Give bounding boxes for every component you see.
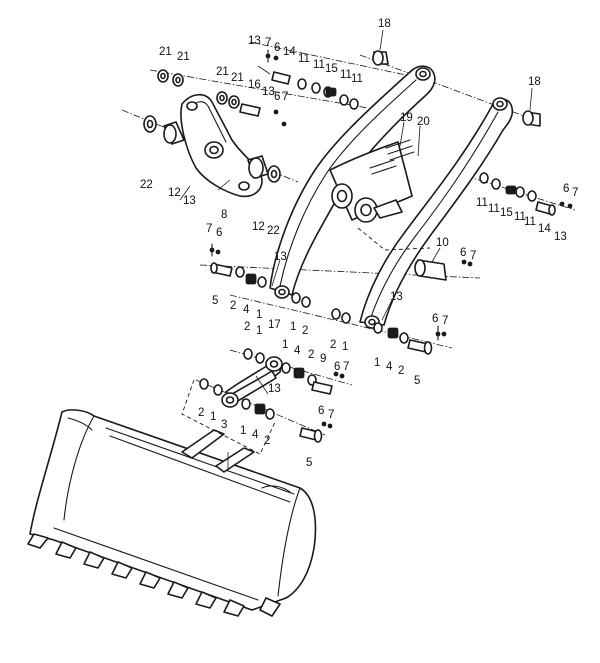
pins [210, 71, 556, 443]
callout-21-b: 21 [177, 51, 190, 63]
callout-6-br: 6 [432, 313, 438, 325]
callout-15-top: 15 [325, 63, 338, 75]
callout-12-left: 12 [168, 187, 181, 199]
callout-4-left: 4 [243, 304, 250, 316]
boom-frame [269, 65, 514, 329]
callout-21-c: 21 [216, 66, 229, 78]
callout-20: 20 [417, 116, 430, 128]
callout-13-mid: 13 [262, 86, 275, 98]
callout-2-br: 2 [398, 365, 404, 377]
boom-bracket [373, 199, 403, 219]
callout-18-right: 18 [528, 76, 541, 88]
washers [143, 69, 537, 420]
callout-11-d: 11 [351, 73, 363, 85]
callout-11-c: 11 [340, 69, 352, 81]
callout-12-right: 12 [252, 221, 265, 233]
callout-7-right: 7 [572, 187, 578, 199]
callout-6-top: 6 [274, 42, 280, 54]
callout-13-link: 13 [268, 383, 281, 395]
callout-13-top: 13 [248, 35, 261, 47]
callout-1-lower-a: 1 [210, 411, 216, 423]
callout-4-link: 4 [294, 345, 301, 357]
callout-6-lower: 6 [318, 405, 324, 417]
callout-6-pin-left: 6 [216, 227, 222, 239]
callout-7-br: 7 [442, 315, 448, 327]
callout-8: 8 [221, 209, 227, 221]
callout-7-top: 7 [265, 37, 271, 49]
callout-2-lower-b: 2 [264, 435, 270, 447]
callout-14-top: 14 [283, 46, 296, 58]
callout-5-br: 5 [414, 375, 420, 387]
bearings [245, 87, 517, 415]
callout-17: 17 [268, 319, 281, 331]
callout-13-boom-right: 13 [390, 291, 403, 303]
callout-22-left: 22 [140, 179, 153, 191]
rocker-arm [180, 93, 263, 198]
callout-11-f: 11 [488, 203, 500, 215]
grease-lines [369, 139, 415, 175]
callout-6-tube: 6 [460, 247, 466, 259]
callout-21-d: 21 [231, 72, 244, 84]
link-parts-bracket [181, 379, 277, 455]
bucket-hinge-bracket-right [215, 447, 255, 473]
leader-lines [179, 29, 533, 470]
callout-15-right: 15 [500, 207, 513, 219]
callout-4-br: 4 [386, 361, 393, 373]
callout-4-lower: 4 [252, 429, 259, 441]
callout-7-tube: 7 [470, 250, 476, 262]
callout-11-b: 11 [313, 59, 325, 71]
callout-10: 10 [436, 237, 449, 249]
callout-16: 16 [248, 79, 261, 91]
callout-11-a: 11 [298, 53, 310, 65]
callout-22-right: 22 [267, 225, 280, 237]
bucket-hinge-bracket-left [181, 429, 225, 459]
callout-11-g: 11 [514, 211, 526, 223]
pin-16 [239, 103, 261, 117]
callout-1-mid: 1 [290, 321, 296, 333]
callout-1-br: 1 [374, 357, 380, 369]
callout-1-left: 1 [256, 309, 262, 321]
callout-9: 9 [320, 353, 326, 365]
bucket-teeth [27, 533, 245, 617]
callout-13-left: 13 [183, 195, 196, 207]
callout-2-link-b: 2 [308, 349, 314, 361]
callout-2-boom: 2 [330, 339, 336, 351]
callout-2-link-a: 2 [244, 321, 250, 333]
callout-2-lower-a: 2 [198, 407, 204, 419]
callout-6-link: 6 [334, 361, 340, 373]
callout-2-left: 2 [230, 300, 236, 312]
tilt-link [221, 356, 283, 408]
callout-7-lower: 7 [328, 409, 334, 421]
callout-1-boom: 1 [342, 341, 348, 353]
callout-19: 19 [400, 112, 413, 124]
callout-labels: 18 13 7 6 14 11 11 15 11 11 21 21 21 21 … [140, 18, 578, 469]
callout-21-a: 21 [159, 46, 172, 58]
callout-3: 3 [221, 419, 227, 431]
callout-7-link: 7 [343, 361, 349, 373]
bucket [27, 409, 317, 617]
callout-1-link-a: 1 [256, 325, 262, 337]
boom-right-arm [359, 98, 514, 326]
callout-13-right: 13 [554, 231, 567, 243]
callout-5-left: 5 [212, 295, 218, 307]
callout-14-right: 14 [538, 223, 551, 235]
callout-6-right: 6 [563, 183, 569, 195]
callout-13-boom-left: 13 [274, 251, 287, 263]
callout-6-mid: 6 [274, 91, 280, 103]
bolts [209, 49, 573, 429]
callout-1-link-b: 1 [282, 339, 288, 351]
callout-2-mid: 2 [302, 325, 308, 337]
callout-5-lower: 5 [306, 457, 312, 469]
callout-11-e: 11 [476, 197, 488, 209]
callout-7-pin-left: 7 [206, 223, 212, 235]
callout-11-h: 11 [524, 216, 536, 228]
bushings [163, 50, 541, 281]
callout-18-top: 18 [378, 18, 391, 30]
callout-1-lower-b: 1 [240, 425, 246, 437]
callout-7-mid: 7 [282, 91, 288, 103]
